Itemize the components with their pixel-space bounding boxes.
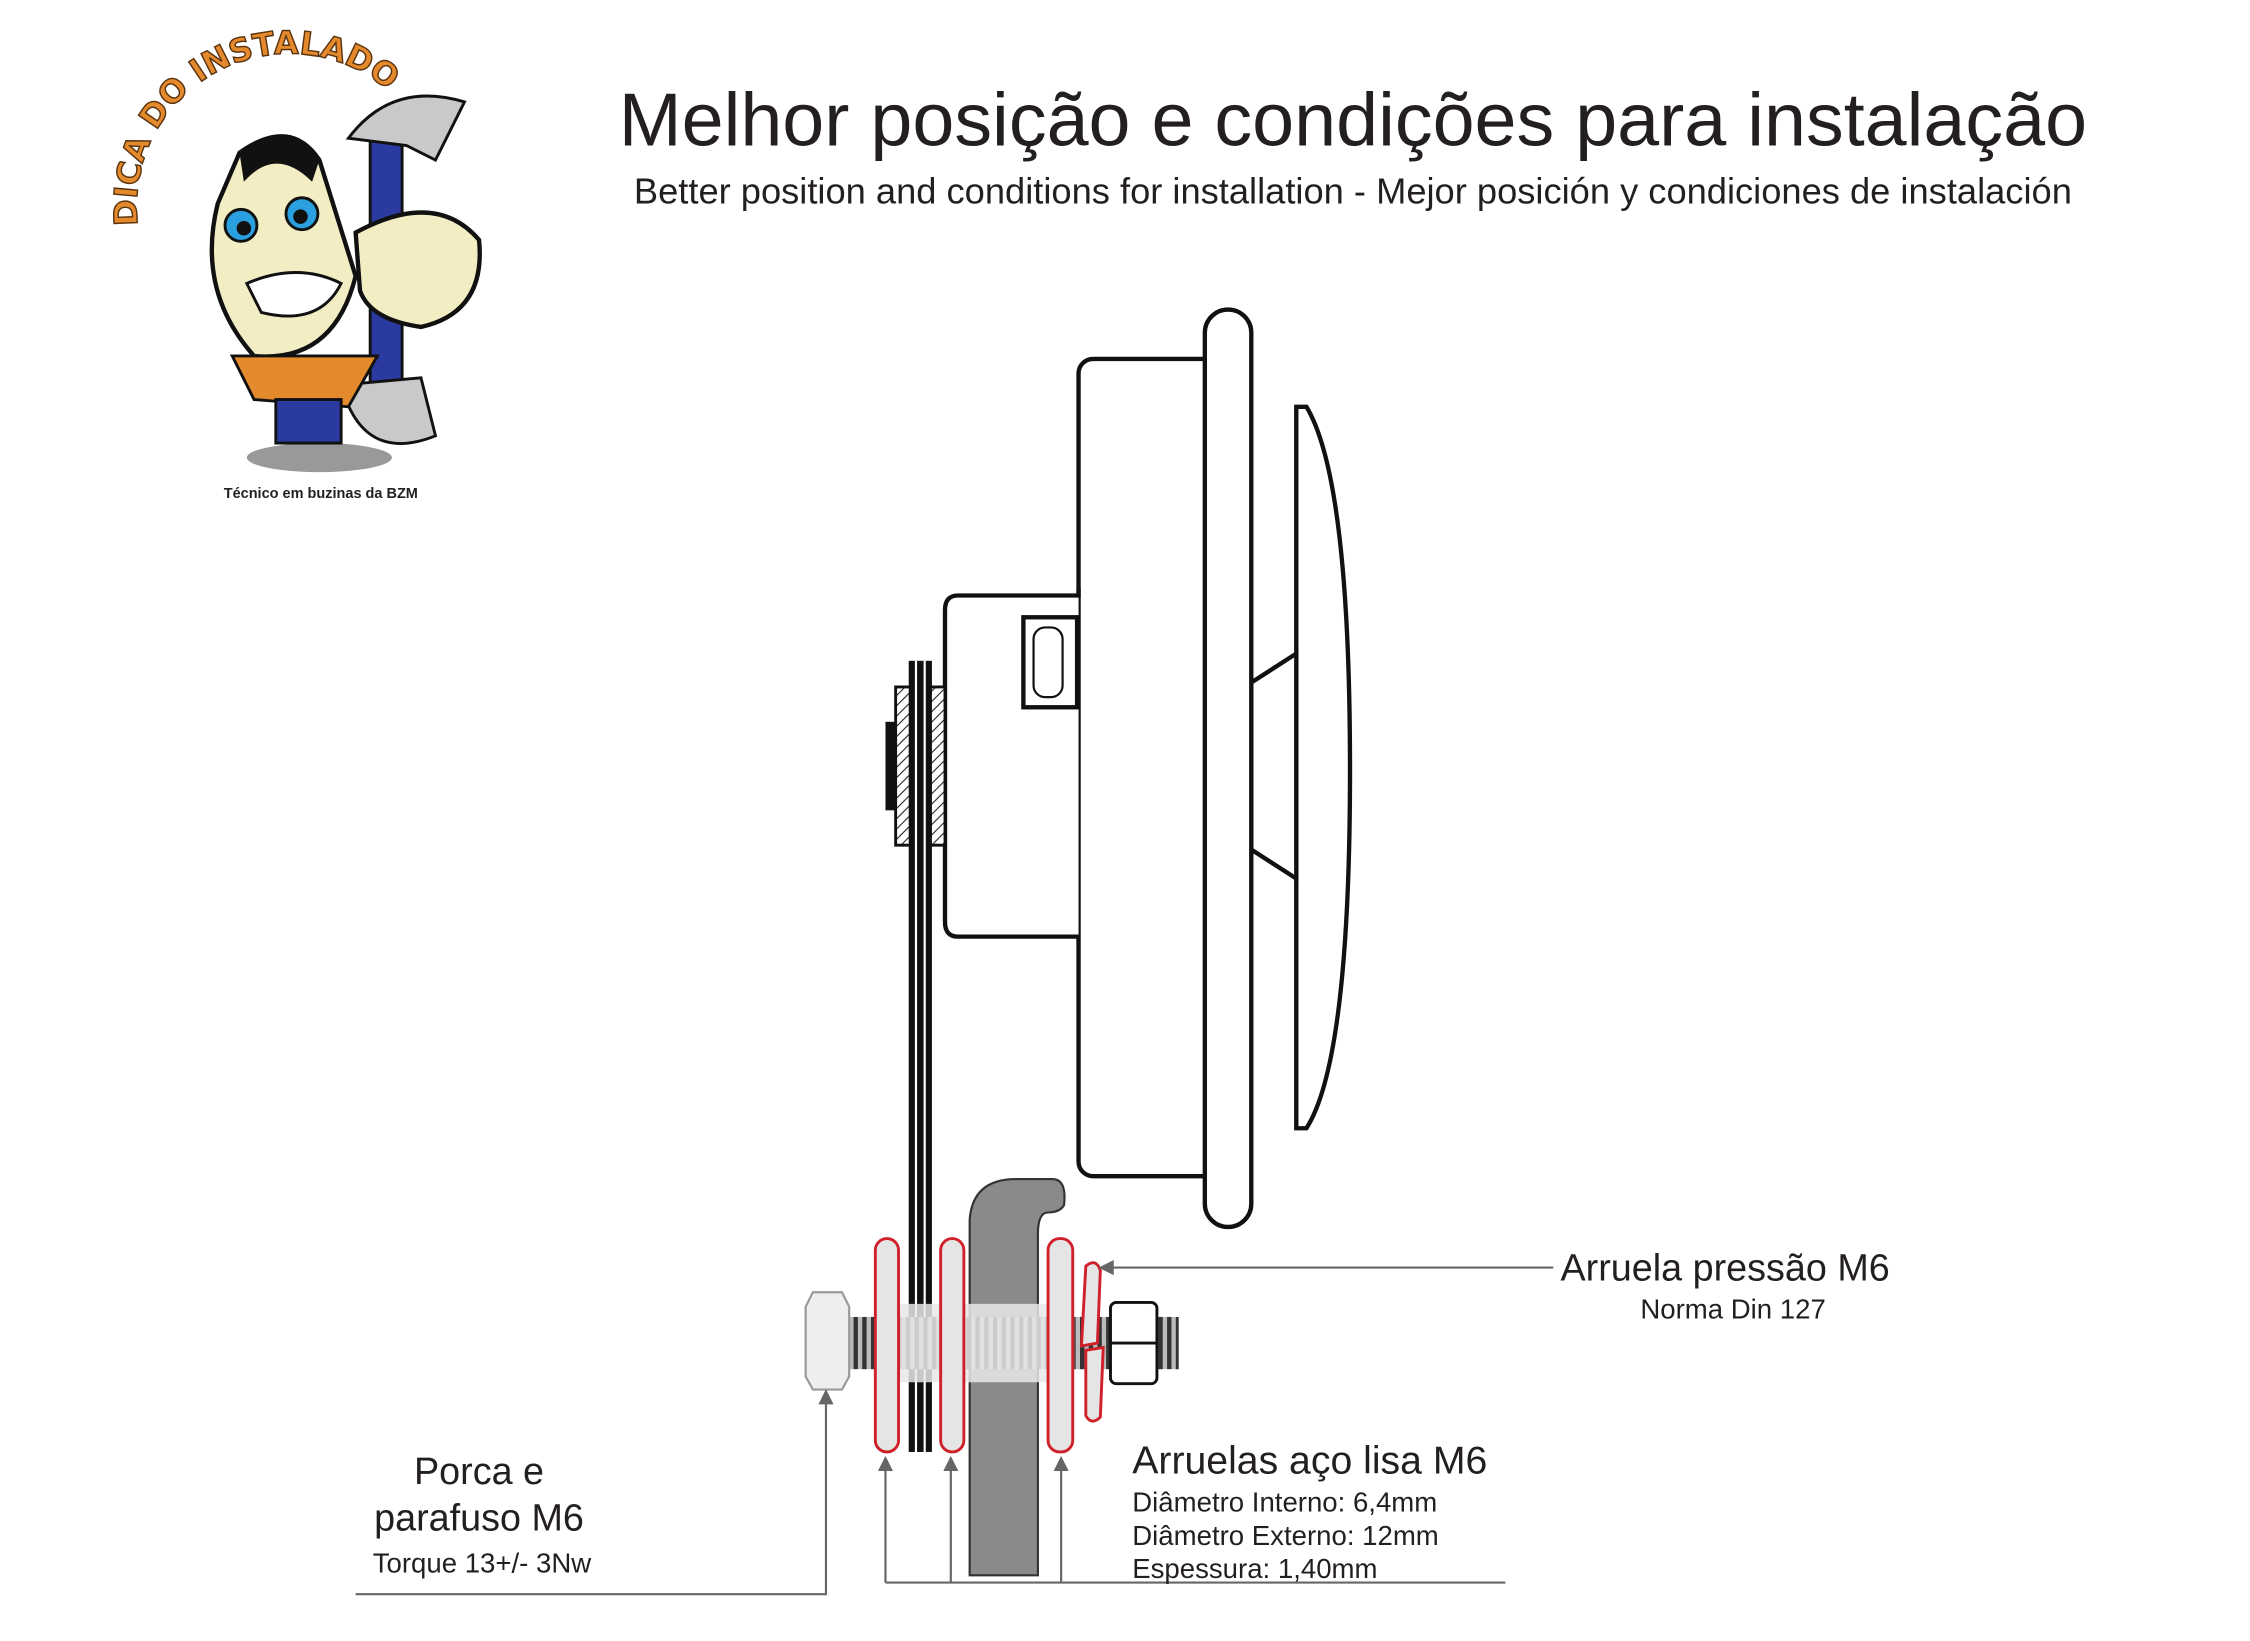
bolt-label-line2: parafuso M6 <box>374 1496 584 1538</box>
spring-washer <box>1079 1261 1105 1423</box>
horn-body <box>1076 356 1219 1179</box>
spring-washer-norm: Norma Din 127 <box>1640 1293 1825 1324</box>
logo: DICA DO INSTALADOR Técnico em buzinas da… <box>0 0 482 502</box>
flat-washer-spec: Espessura: 1,40mm <box>1132 1553 1377 1584</box>
flat-washer <box>873 1237 901 1454</box>
bolt-assembly <box>804 1291 1179 1391</box>
flat-washers-label: Arruelas aço lisa M6 <box>1132 1440 1487 1483</box>
mount-nut <box>885 721 898 811</box>
horn-cone <box>1249 649 1299 883</box>
bolt-label-line1: Porca e <box>414 1450 544 1492</box>
flat-washer-spec: Diâmetro Externo: 12mm <box>1132 1520 1439 1551</box>
page-subtitle: Better position and conditions for insta… <box>634 171 2072 212</box>
spring-washer-label: Arruela pressão M6 <box>1560 1247 1889 1289</box>
horn-rim <box>1202 307 1254 1230</box>
bolt-torque: Torque 13+/- 3Nw <box>373 1547 592 1578</box>
mechanic-mascot-icon <box>209 94 482 445</box>
flat-washer <box>939 1237 966 1454</box>
horn <box>942 307 1353 1230</box>
bolt-head <box>804 1291 851 1391</box>
flat-washers <box>873 1237 1075 1454</box>
leader-lines <box>355 1259 1554 1596</box>
logo-caption: Técnico em buzinas da BZM <box>224 486 418 502</box>
page-title: Melhor posição e condições para instalaç… <box>619 78 2087 162</box>
flat-washer <box>1046 1237 1075 1454</box>
flat-washer-spec: Diâmetro Interno: 6,4mm <box>1132 1486 1437 1517</box>
horn-front-dome <box>1294 404 1353 1131</box>
logo-arc-text: DICA DO INSTALADOR <box>0 0 407 227</box>
bolt-leader <box>355 1389 834 1596</box>
shadow-icon <box>246 443 392 473</box>
